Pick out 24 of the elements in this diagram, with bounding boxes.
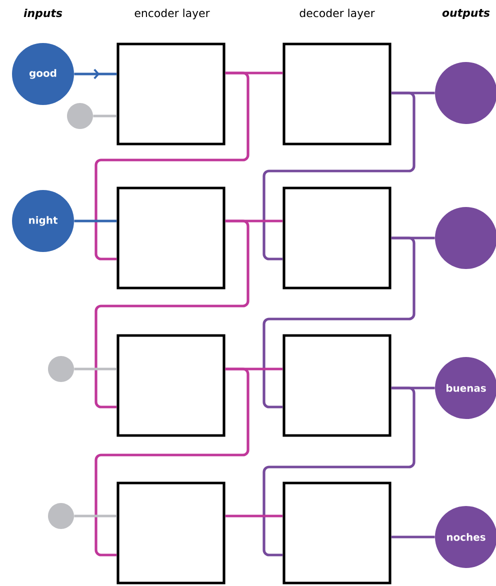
decoder-box <box>282 42 392 146</box>
decoder-box <box>282 186 392 290</box>
connector-line <box>74 368 117 370</box>
encoder-box <box>116 334 226 437</box>
encoder-box <box>116 482 226 584</box>
connector-line <box>225 514 283 518</box>
connector-line <box>74 514 117 518</box>
decoder-box <box>282 482 392 584</box>
decoder-box <box>282 334 392 437</box>
connector-line <box>93 114 117 118</box>
connector-line <box>94 220 250 408</box>
connector-line <box>74 220 117 222</box>
encoder-box <box>116 186 226 290</box>
connector-line <box>94 72 250 260</box>
input-dot <box>48 503 74 529</box>
column-heading: outputs <box>442 9 490 19</box>
encoder-box <box>116 42 226 146</box>
column-heading: encoder layer <box>134 8 210 20</box>
input-dot <box>48 356 74 382</box>
connector-line <box>391 536 435 538</box>
column-heading: inputs <box>24 8 62 20</box>
connector-line <box>94 368 250 556</box>
column-heading: decoder layer <box>300 8 375 20</box>
input-dot <box>67 103 93 129</box>
